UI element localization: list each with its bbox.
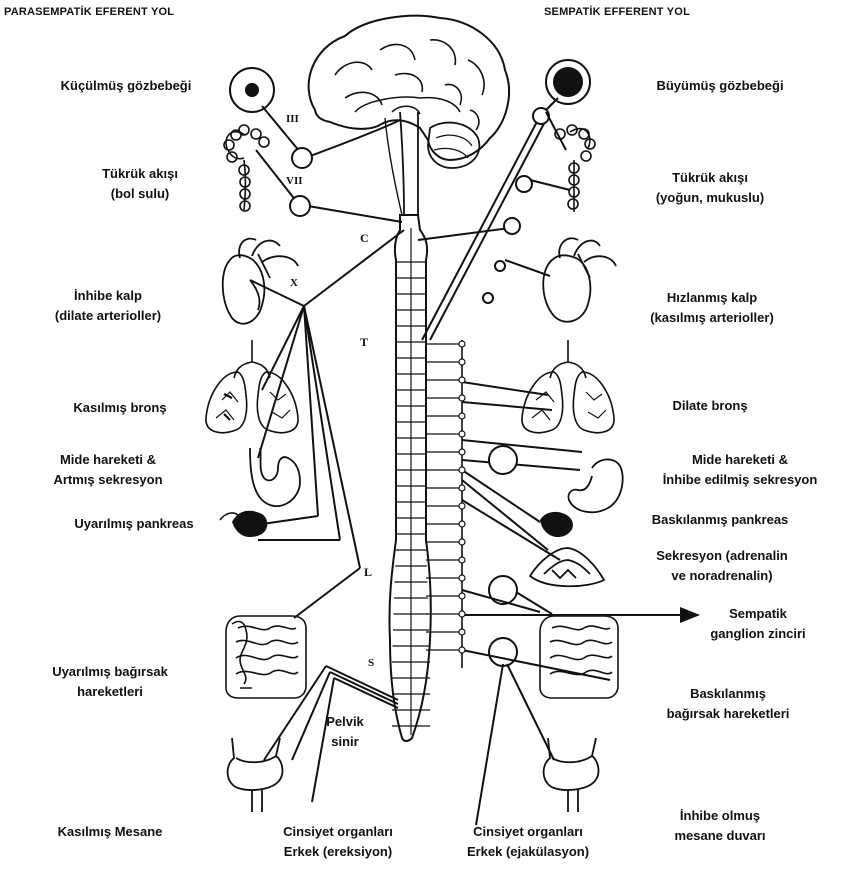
eye-left-icon	[230, 68, 274, 112]
chain-ganglion-node	[459, 503, 465, 509]
stomach-right-icon	[568, 459, 622, 512]
chain-ganglion-node	[459, 341, 465, 347]
label-stomach-motility: Mide hareketi &Artmış sekresyon	[28, 450, 188, 490]
label-contracted-bladder: Kasılmış Mesane	[30, 822, 190, 842]
heart-left-icon	[223, 239, 298, 324]
region-label-lumbar: L	[364, 565, 372, 579]
region-label-sacral: S	[368, 657, 374, 669]
label-inhibited-bladder: İnhibe olmuşmesane duvarı	[640, 806, 800, 846]
label-adrenal-secretion: Sekresyon (adrenalinve noradrenalin)	[622, 546, 822, 586]
chain-ganglion-node	[459, 539, 465, 545]
region-label-thoracic: T	[360, 335, 368, 349]
pancreas-left-icon	[220, 511, 267, 537]
chain-ganglion-node	[459, 431, 465, 437]
eye-right-icon	[546, 60, 590, 104]
label-inhibited-intestine: Baskılanmışbağırsak hareketleri	[618, 684, 838, 724]
salivary-gland-right-icon	[555, 125, 595, 212]
nerve-label-iii: III	[286, 113, 299, 125]
label-accelerated-heart: Hızlanmış kalp(kasılmış arterioller)	[612, 288, 812, 328]
bladder-left-icon	[228, 738, 283, 812]
chain-ganglion-node	[459, 611, 465, 617]
chain-ganglion-node	[459, 629, 465, 635]
region-label-cervical: C	[360, 231, 369, 245]
header-sympathetic: SEMPATİK EFFERENT YOL	[544, 6, 690, 18]
bladder-right-icon	[544, 738, 599, 812]
label-constricted-pupil: Küçülmüş gözbebeği	[36, 76, 216, 96]
label-stimulated-intestine: Uyarılmış bağırsakhareketleri	[20, 662, 200, 702]
chain-ganglion-node	[459, 377, 465, 383]
nerve-label-vii: VII	[286, 175, 303, 187]
chain-ganglion-node	[459, 413, 465, 419]
label-dilated-bronchi: Dilate bronş	[630, 396, 790, 416]
intestine-right-icon	[540, 616, 618, 698]
nerve-label-x: X	[290, 277, 298, 289]
label-sympathetic-chain: Sempatikganglion zinciri	[668, 604, 848, 644]
intestine-left-icon	[226, 616, 306, 698]
chain-ganglion-node	[459, 359, 465, 365]
lungs-right-icon	[522, 340, 614, 433]
chain-ganglion-node	[459, 485, 465, 491]
spinal-cord	[389, 215, 430, 741]
label-dilated-pupil: Büyümüş gözbebeği	[620, 76, 820, 96]
label-inhibited-pancreas: Baskılanmış pankreas	[620, 510, 820, 530]
chain-ganglion-node	[459, 557, 465, 563]
chain-ganglion-node	[459, 575, 465, 581]
chain-ganglion-node	[459, 467, 465, 473]
salivary-gland-left-icon	[224, 125, 269, 211]
label-stomach-inhibited: Mide hareketi &İnhibe edilmiş sekresyon	[630, 450, 850, 490]
label-inhibited-heart: İnhibe kalp(dilate arterioller)	[18, 286, 198, 326]
header-parasympathetic: PARASEMPATİK EFERENT YOL	[4, 6, 174, 18]
label-genital-ejaculation: Cinsiyet organlarıErkek (ejakülasyon)	[438, 822, 618, 862]
label-constricted-bronchi: Kasılmış bronş	[40, 398, 200, 418]
brain-icon	[309, 16, 509, 215]
chain-ganglion-node	[459, 395, 465, 401]
lungs-left-icon	[206, 340, 298, 433]
pancreas-right-icon	[540, 512, 573, 537]
label-saliva-thick: Tükrük akışı(yoğun, mukuslu)	[630, 168, 790, 208]
heart-right-icon	[543, 238, 616, 322]
label-genital-erection: Cinsiyet organlarıErkek (ereksiyon)	[258, 822, 418, 862]
adrenal-gland-icon	[530, 548, 604, 586]
label-pelvic-nerve: Pelviksinir	[310, 712, 380, 752]
label-stimulated-pancreas: Uyarılmış pankreas	[44, 514, 224, 534]
chain-ganglion-node	[459, 521, 465, 527]
chain-ganglion-node	[459, 449, 465, 455]
sympathetic-ganglion-chain	[426, 340, 465, 668]
chain-ganglion-node	[459, 593, 465, 599]
label-saliva-watery: Tükrük akışı(bol sulu)	[70, 164, 210, 204]
chain-ganglion-node	[459, 647, 465, 653]
